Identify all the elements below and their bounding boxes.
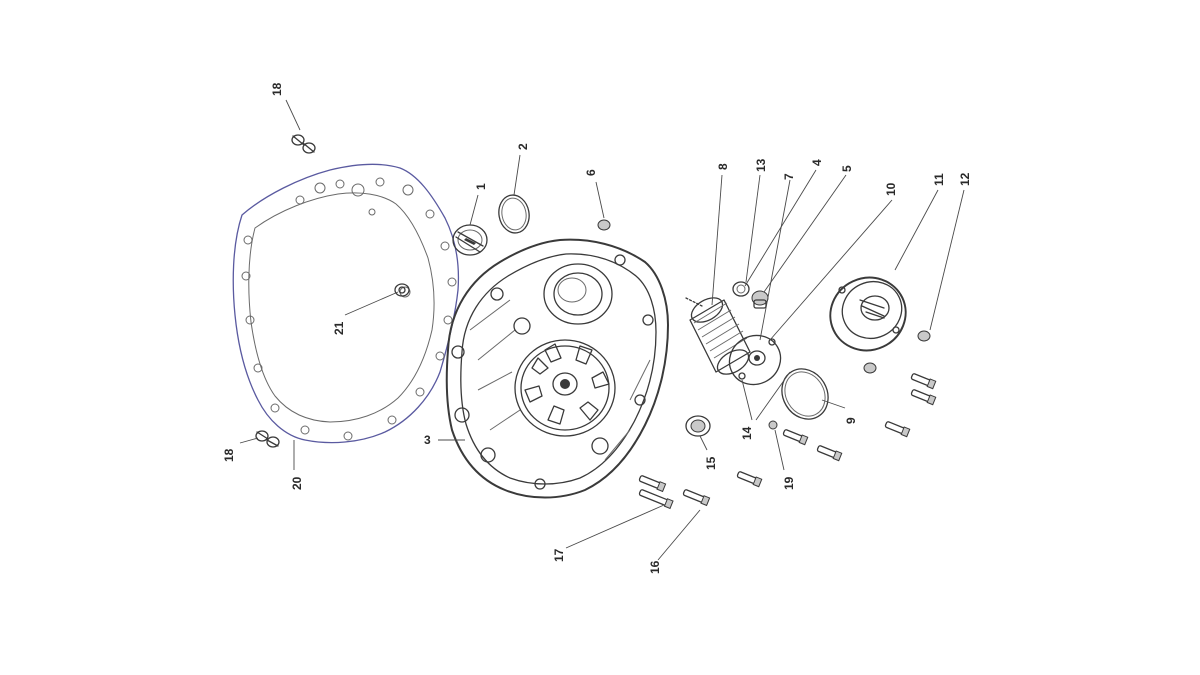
callout-2: 2	[516, 143, 530, 150]
callout-9: 9	[844, 417, 858, 424]
small-washer-part	[768, 420, 778, 430]
callout-17: 17	[552, 548, 566, 562]
callout-5: 5	[840, 165, 854, 172]
callout-4: 4	[810, 159, 824, 166]
callout-3: 3	[424, 433, 431, 447]
washer-part	[863, 362, 877, 374]
cap-nut-part	[917, 330, 931, 342]
bolt-group	[638, 373, 937, 510]
callout-18-top: 18	[270, 82, 284, 96]
oil-filter-part	[685, 297, 751, 375]
gasket-part	[232, 163, 460, 444]
filler-cap-part	[452, 224, 488, 256]
callout-18-bottom: 18	[222, 448, 236, 462]
large-o-ring-part	[781, 368, 829, 420]
callout-16: 16	[648, 560, 662, 574]
oil-seal-part	[685, 415, 711, 437]
callout-1: 1	[474, 183, 488, 190]
callout-12: 12	[958, 172, 972, 186]
callout-8: 8	[716, 163, 730, 170]
dowel-pin-top	[291, 134, 316, 154]
crankcase-cover-part	[445, 238, 669, 499]
callout-19: 19	[782, 476, 796, 490]
dowel-pin-bottom	[255, 430, 280, 448]
o-ring-inner	[501, 197, 527, 231]
small-plug-part	[751, 290, 769, 309]
callout-13: 13	[754, 158, 768, 172]
callout-6: 6	[584, 169, 598, 176]
bushing-part	[394, 283, 410, 297]
leader-lines	[239, 99, 965, 561]
callout-15: 15	[704, 456, 718, 470]
callout-10: 10	[884, 182, 898, 196]
spring-part	[732, 281, 750, 297]
filter-cover-part	[829, 276, 907, 352]
callout-21: 21	[332, 321, 346, 335]
filter-flange-part	[728, 334, 782, 386]
callout-20: 20	[290, 476, 304, 490]
o-ring-part	[498, 194, 530, 234]
callout-14: 14	[740, 426, 754, 440]
large-o-ring-inner	[784, 371, 826, 417]
callout-11: 11	[932, 173, 946, 186]
nut-part	[597, 219, 611, 231]
callout-7: 7	[782, 173, 796, 180]
